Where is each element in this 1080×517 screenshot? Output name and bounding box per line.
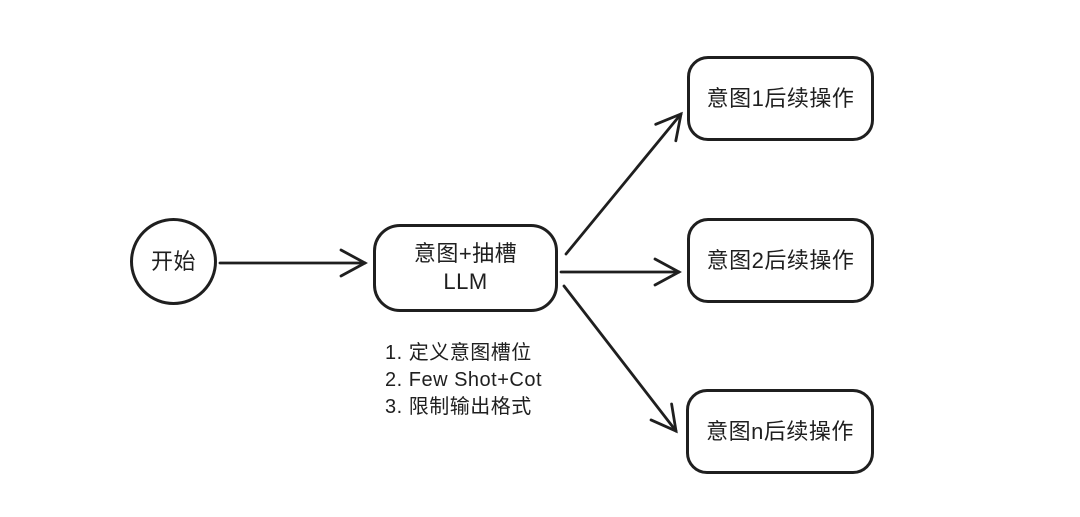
node-intent2: 意图2后续操作 — [687, 218, 874, 303]
edge-llm-to-intent-n — [562, 284, 678, 434]
edge-llm-to-intent1 — [564, 111, 683, 256]
node-intent-n-label: 意图n后续操作 — [706, 418, 854, 444]
node-llm-label-line2: LLM — [443, 269, 488, 294]
node-intent1-label: 意图1后续操作 — [706, 85, 855, 111]
note-item-3: 3. 限制输出格式 — [385, 396, 532, 418]
llm-notes-list: 1. 定义意图槽位 2. Few Shot+Cot 3. 限制输出格式 — [385, 340, 542, 421]
node-intent1: 意图1后续操作 — [687, 56, 874, 141]
note-item-1: 1. 定义意图槽位 — [385, 342, 532, 364]
node-intent2-label: 意图2后续操作 — [706, 247, 855, 273]
node-llm: 意图+抽槽 LLM — [373, 224, 558, 312]
node-start: 开始 — [130, 218, 217, 305]
node-intent-n: 意图n后续操作 — [686, 389, 874, 474]
note-item-2: 2. Few Shot+Cot — [385, 369, 543, 391]
node-start-label: 开始 — [150, 248, 196, 274]
node-llm-label-line1: 意图+抽槽 — [413, 241, 518, 266]
